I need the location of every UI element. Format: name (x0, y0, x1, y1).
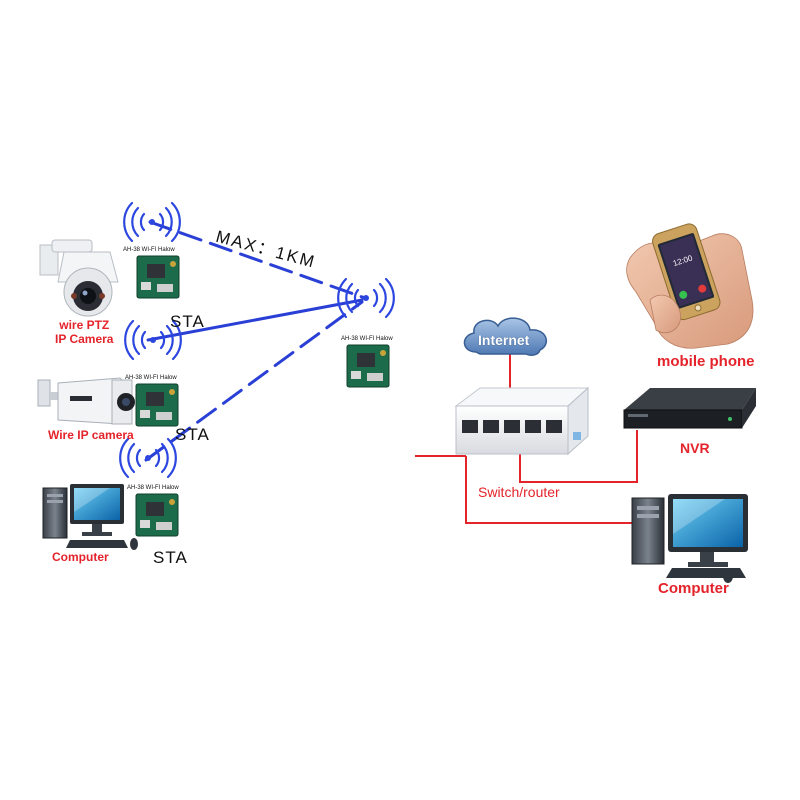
halow-module-icon (135, 383, 179, 427)
antenna-icon (119, 437, 177, 479)
link-computer-to-ap (144, 300, 364, 462)
antenna-icon (124, 319, 182, 361)
internet-label: Internet (478, 332, 530, 348)
wire-switch-to-nvr (519, 430, 638, 483)
wireless-links (144, 220, 367, 462)
wire-switch-to-computer (465, 456, 640, 524)
ip-camera-label: Wire IP camera (48, 428, 134, 442)
link-ptz-to-ap (148, 220, 367, 300)
module-label-camera: AH-38 WI-FI Halow (125, 375, 177, 381)
module-label-ptz: AH-38 WI-FI Halow (123, 247, 175, 253)
halow-module-icon (135, 493, 179, 537)
nvr-label: NVR (680, 440, 710, 456)
nvr-icon (623, 388, 756, 429)
module-label-computer: AH-38 WI-FI Halow (127, 485, 179, 491)
internet-cloud-icon (463, 317, 548, 356)
right-computer-label: Computer (658, 580, 729, 597)
antenna-icon (123, 201, 181, 243)
left-computer-icon (42, 484, 138, 550)
ptz-camera-icon (39, 239, 119, 317)
ptz-camera-label-line1: wire PTZ (59, 318, 110, 332)
sta-label-computer: STA (153, 548, 188, 567)
sta-label-ptz: STA (170, 312, 205, 331)
mobile-phone-label: mobile phone (657, 353, 755, 370)
left-computer-label: Computer (52, 550, 109, 564)
link-camera-to-ap (146, 298, 364, 342)
antenna-icon (337, 277, 395, 319)
antenna-icons (119, 201, 395, 479)
right-computer-icon (631, 494, 748, 583)
bullet-camera-icon (37, 377, 135, 425)
switch-router-label: Switch/router (478, 484, 560, 500)
halow-module-icon (346, 344, 390, 388)
ptz-camera-label: wire PTZ IP Camera (55, 318, 113, 346)
module-label-ap: AH-38 WI-FI Halow (341, 336, 393, 342)
ptz-camera-label-line2: IP Camera (55, 332, 114, 346)
halow-module-icon (136, 255, 180, 299)
sta-label-camera: STA (175, 425, 210, 444)
switch-router-icon (454, 386, 590, 456)
mobile-phone-icon: 12:00 (626, 223, 754, 349)
